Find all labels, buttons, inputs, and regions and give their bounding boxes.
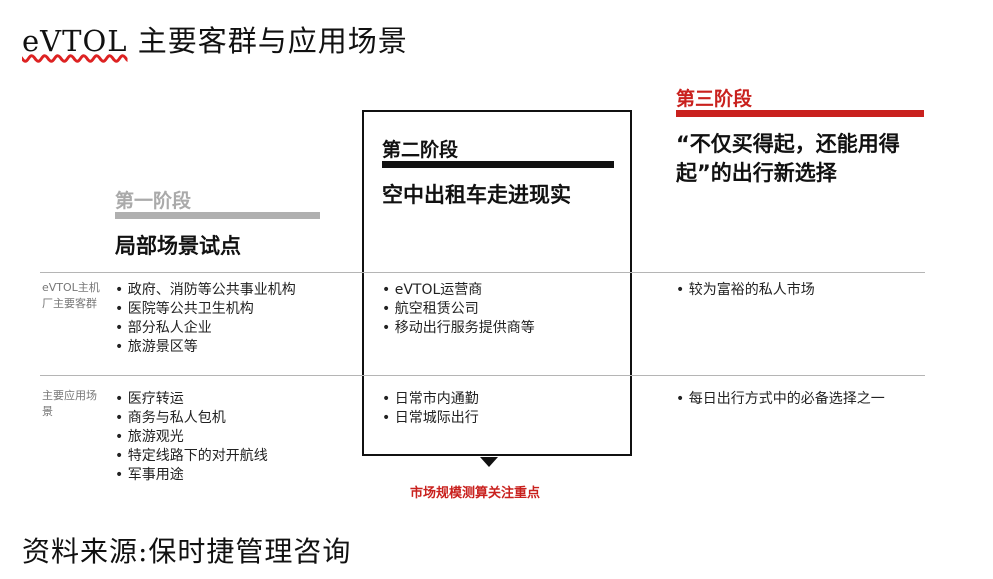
list-item: 航空租赁公司 [382,300,622,319]
stage2-label: 第二阶段 [382,139,459,161]
stage2-bar [382,161,614,168]
down-arrow-icon [480,457,498,467]
row2-col1-list: 医疗转运 商务与私人包机 旅游观光 特定线路下的对开航线 军事用途 [115,390,355,485]
list-item: 较为富裕的私人市场 [676,281,926,300]
list-item: 旅游观光 [115,428,355,447]
stage3-bar [676,110,924,117]
list-item: eVTOL运营商 [382,281,622,300]
row-label-scenarios: 主要应用场景 [42,389,97,418]
list-item: 旅游景区等 [115,338,355,357]
stage1-desc: 局部场景试点 [115,234,241,258]
row-label-customers: eVTOL主机厂主要客群 [42,281,100,310]
stage1-bar [115,212,320,219]
stage2-highlight-box [362,110,632,456]
source-caption: 资料来源:保时捷管理咨询 [22,535,352,568]
row1-col2-list: eVTOL运营商 航空租赁公司 移动出行服务提供商等 [382,281,622,338]
list-item: 医院等公共卫生机构 [115,300,355,319]
stage3-desc: “不仅买得起，还能用得起”的出行新选择 [676,132,900,185]
list-item: 每日出行方式中的必备选择之一 [676,390,926,409]
list-item: 日常城际出行 [382,409,622,428]
focus-note: 市场规模测算关注重点 [410,486,541,501]
list-item: 特定线路下的对开航线 [115,447,355,466]
stage3-label: 第三阶段 [676,88,753,110]
list-item: 军事用途 [115,466,355,485]
row2-col2-list: 日常市内通勤 日常城际出行 [382,390,622,428]
list-item: 医疗转运 [115,390,355,409]
figure-title: eVTOL 主要客群与应用场景 [22,18,408,60]
row-divider-1 [40,272,925,273]
row1-col1-list: 政府、消防等公共事业机构 医院等公共卫生机构 部分私人企业 旅游景区等 [115,281,355,357]
stage2-desc: 空中出租车走进现实 [382,183,571,207]
title-prefix: eVTOL [22,24,128,58]
title-rest: 主要客群与应用场景 [127,24,408,58]
row2-col3-list: 每日出行方式中的必备选择之一 [676,390,926,409]
list-item: 日常市内通勤 [382,390,622,409]
list-item: 部分私人企业 [115,319,355,338]
row-divider-2 [40,375,925,376]
row1-col3-list: 较为富裕的私人市场 [676,281,926,300]
list-item: 移动出行服务提供商等 [382,319,622,338]
list-item: 商务与私人包机 [115,409,355,428]
list-item: 政府、消防等公共事业机构 [115,281,355,300]
stage1-label: 第一阶段 [115,190,192,212]
